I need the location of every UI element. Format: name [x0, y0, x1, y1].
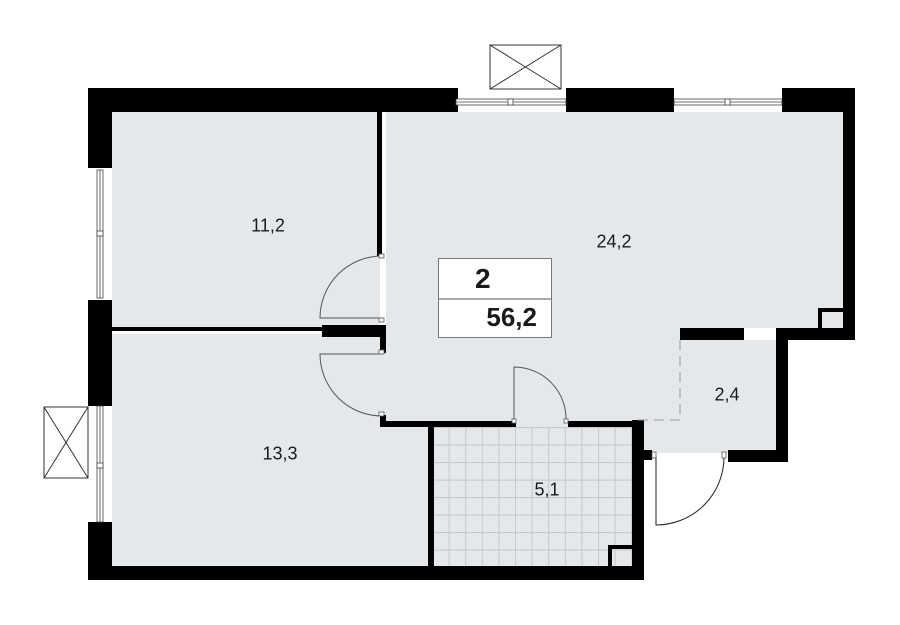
- bedroom-2-floor: [112, 334, 432, 566]
- room-area-bedroom-1: 11,2: [251, 215, 285, 236]
- rooms-count: 2: [439, 259, 551, 300]
- window-left-bottom: [89, 405, 111, 523]
- hallway-floor: [680, 340, 776, 453]
- bedroom-1-floor: [112, 112, 380, 328]
- walls: [88, 88, 855, 580]
- doors: [319, 255, 725, 526]
- apartment-summary-badge: 2 56,2: [438, 258, 552, 338]
- ac-unit-top-icon: [489, 44, 562, 90]
- ac-unit-left-icon: [43, 406, 89, 479]
- window-top-right: [673, 89, 783, 112]
- bathroom-floor: [432, 427, 632, 566]
- floors: [112, 112, 843, 566]
- door-bathroom: [513, 366, 567, 422]
- room-area-living-room: 24,2: [596, 231, 632, 252]
- door-entrance: [655, 455, 725, 526]
- total-area: 56,2: [486, 302, 537, 332]
- door-bedroom-1: [319, 255, 383, 319]
- window-top-left: [455, 89, 567, 112]
- room-area-bathroom: 5,1: [534, 479, 560, 500]
- room-area-bedroom-2: 13,3: [262, 443, 298, 464]
- room-area-hallway: 2,4: [714, 384, 740, 405]
- living-room-floor: [386, 112, 843, 427]
- door-bedroom-2: [319, 353, 383, 417]
- hallway-boundary: [636, 340, 681, 421]
- window-left-top: [89, 168, 111, 300]
